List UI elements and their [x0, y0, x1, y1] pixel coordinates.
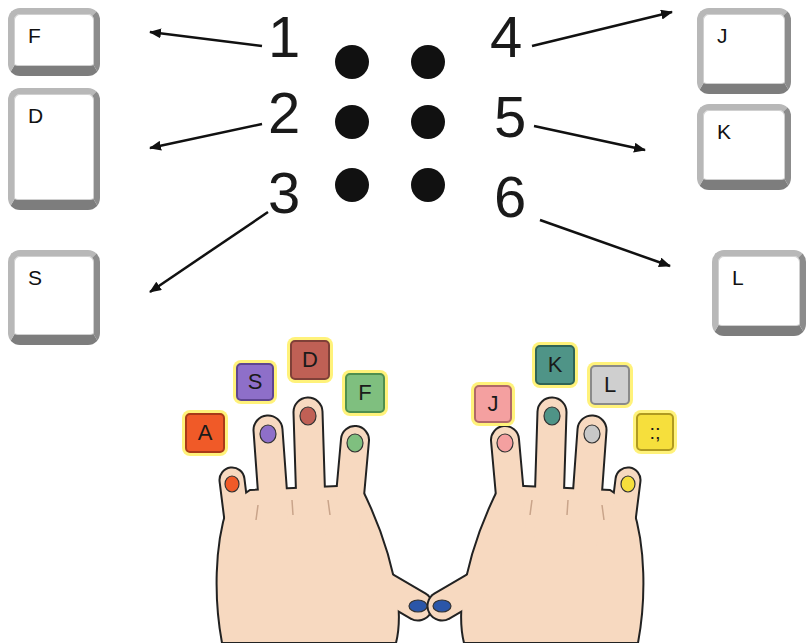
home-row-key: A — [185, 413, 225, 453]
keyboard-key: J — [697, 8, 791, 94]
home-row-key: D — [290, 340, 330, 380]
keyboard-key: K — [697, 104, 791, 190]
key-letter: K — [717, 120, 731, 144]
keyboard-key: D — [8, 88, 100, 210]
home-row-key: F — [345, 373, 385, 413]
home-row-key: :; — [636, 413, 674, 451]
key-letter: D — [28, 104, 43, 128]
key-letter: L — [604, 374, 616, 396]
key-letter: S — [248, 371, 263, 393]
home-row-key: J — [474, 385, 512, 423]
home-row-key: L — [590, 365, 630, 405]
keyboard-key: F — [8, 8, 100, 76]
key-letter: J — [717, 24, 728, 48]
key-letter: D — [302, 349, 318, 371]
key-letter: J — [488, 393, 499, 415]
keyboard-key: S — [8, 250, 100, 345]
dot-number: 4 — [490, 8, 522, 66]
key-letter: S — [28, 266, 42, 290]
dot-number: 5 — [494, 88, 526, 146]
key-letter: F — [28, 24, 41, 48]
key-letter: A — [198, 422, 213, 444]
key-letter: K — [548, 354, 563, 376]
dot-number: 1 — [268, 8, 300, 66]
key-letter: L — [732, 266, 744, 290]
dot-number: 3 — [268, 164, 300, 222]
dot-number: 6 — [494, 168, 526, 226]
dot-number: 2 — [268, 84, 300, 142]
home-row-key: K — [535, 345, 575, 385]
key-letter: F — [358, 382, 371, 404]
key-letter: :; — [649, 422, 660, 442]
keyboard-key: L — [712, 250, 806, 336]
home-row-key: S — [236, 363, 274, 401]
